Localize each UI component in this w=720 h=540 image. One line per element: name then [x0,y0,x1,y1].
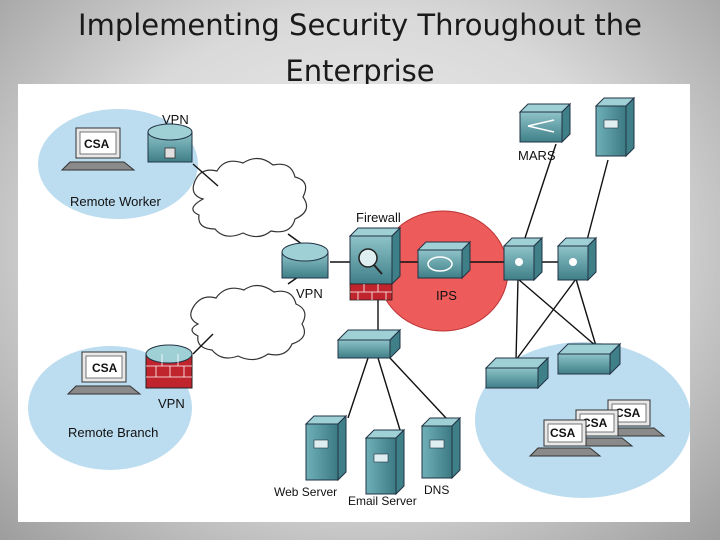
ips-device [416,240,472,280]
firewall-device [348,226,402,301]
csa-label-campus-2: CSA [582,416,608,430]
firewall-brick-pattern [350,284,392,300]
web-server-label: Web Server [274,485,337,499]
email-server [364,428,406,496]
remote-branch-label: Remote Branch [68,425,158,440]
mars-server [594,96,636,158]
vpn-router-remote-branch [145,344,193,389]
internet-cloud-bottom [190,284,306,361]
dns-label: DNS [424,483,449,497]
csa-label-remote-worker: CSA [84,137,110,151]
remote-branch-laptop [66,351,142,395]
vpn-router-remote-worker [147,123,193,163]
campus-laptop-1 [528,419,602,457]
access-switch-left [484,356,550,390]
mars-label: MARS [518,148,556,163]
ips-label: IPS [436,288,457,303]
vpn-router-center [281,242,329,279]
core-switch-right [556,236,598,282]
core-switch-left [502,236,544,282]
firewall-label: Firewall [356,210,401,225]
remote-worker-laptop [60,127,136,171]
dmz-switch [336,328,402,360]
network-links [192,143,609,431]
slide-title-line-2: Enterprise [285,54,435,88]
csa-label-campus-3: CSA [615,406,641,420]
slide-title: Implementing Security Throughout the Ent… [0,2,720,94]
web-server [304,414,348,482]
dns-server [420,416,462,480]
vpn-label-remote-branch: VPN [158,396,185,411]
slide-title-line-1: Implementing Security Throughout the [78,8,642,42]
vpn-label-center: VPN [296,286,323,301]
network-diagram: CSA VPN Remote Worker VPN Firewall [18,84,690,522]
vpn-label-remote-worker: VPN [162,112,189,127]
csa-label-campus-1: CSA [550,426,576,440]
email-server-label: Email Server [348,494,417,508]
csa-label-remote-branch: CSA [92,361,118,375]
internet-cloud-top [192,157,308,238]
access-switch-right [556,342,622,376]
remote-worker-label: Remote Worker [70,194,161,209]
mars-appliance [518,102,572,144]
